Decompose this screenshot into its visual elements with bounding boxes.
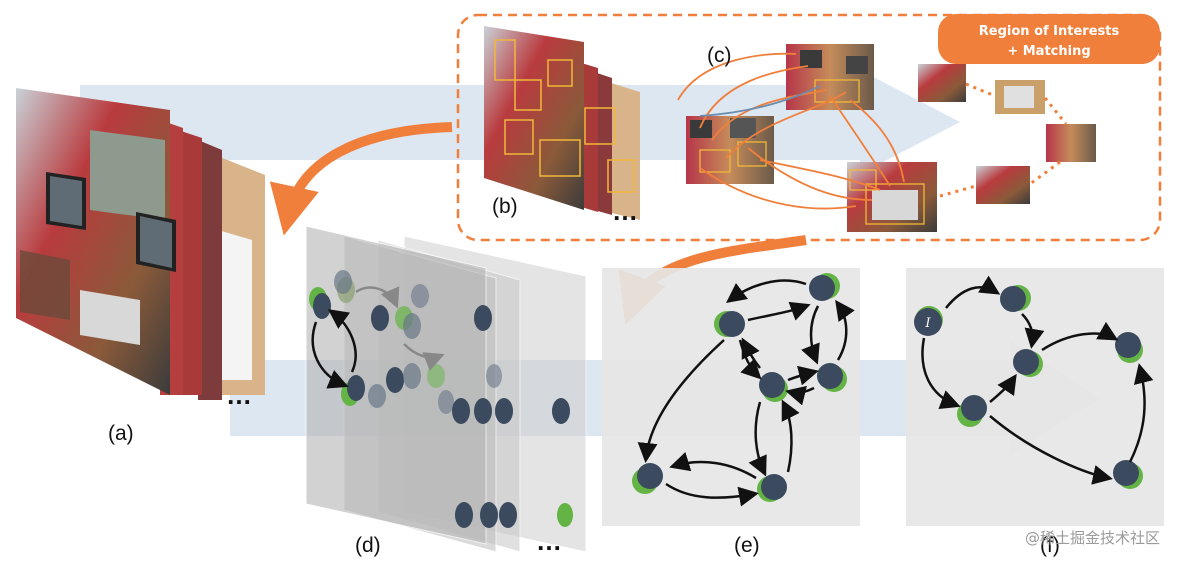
roi-crops [918,64,1096,204]
badge-line-1: Region of Interests [979,24,1120,39]
ellipsis-a: … [226,380,252,410]
watermark: @稀土掘金技术社区 [1025,529,1160,547]
matching-graph-nodes [632,273,847,502]
arrow-roi-to-keypoints [269,122,453,236]
label-a: (a) [108,422,134,445]
keypoints [309,270,573,528]
match-lines [677,52,905,210]
start-node-label: I [924,316,931,331]
roi-matching-region [456,13,1162,242]
label-f: (f) [1040,534,1060,557]
matching-images [686,44,937,232]
track-graph-nodes [914,285,1143,489]
badge-line-2: + Matching [1007,44,1090,59]
label-e: (e) [734,534,760,557]
track-graph-edges [921,275,1154,485]
roi-image-stack: … [484,26,640,226]
label-c: (c) [707,44,732,67]
matching-graph-edges [637,279,855,507]
label-b: (b) [492,195,518,218]
ellipsis-b: … [612,196,638,226]
roi-matching-badge: Region of Interests + Matching [938,14,1160,64]
input-image-stack: … [16,88,265,410]
label-d: (d) [355,534,381,557]
ellipsis-d: … [536,526,562,556]
keypoint-tracks [311,286,445,389]
